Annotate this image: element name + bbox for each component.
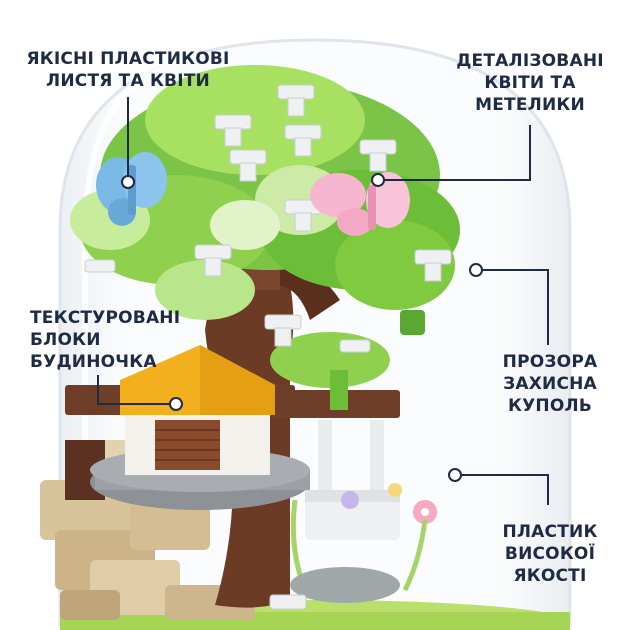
connector-butterflies: [378, 125, 531, 181]
callout-house-blocks: ТЕКСТУРОВАНІ БЛОКИ БУДИНОЧКА: [30, 307, 200, 373]
dot-plastic: [448, 468, 462, 482]
callout-line: ЯКОСТІ: [513, 566, 587, 586]
callout-leaves-flowers: ЯКІСНІ ПЛАСТИКОВІ ЛИСТЯ ТА КВІТИ: [18, 48, 238, 92]
callout-dots: [121, 173, 483, 482]
callout-line: ВИСОКОЇ: [504, 544, 596, 564]
callout-line: КУПОЛЬ: [508, 396, 592, 416]
callout-line: ЯКІСНІ ПЛАСТИКОВІ: [26, 49, 230, 69]
callout-line: БУДИНОЧКА: [30, 352, 157, 372]
treehouse: [120, 345, 275, 475]
callout-line: ПЛАСТИК: [502, 522, 598, 542]
callout-line: МЕТЕЛИКИ: [475, 95, 585, 115]
callout-line: ТЕКСТУРОВАНІ: [30, 308, 181, 328]
callout-quality-plastic: ПЛАСТИК ВИСОКОЇ ЯКОСТІ: [480, 521, 620, 587]
callout-connectors: [97, 97, 549, 505]
connector-plastic: [455, 474, 549, 505]
callout-line: КВІТИ ТА: [484, 73, 576, 93]
dot-leaves: [121, 175, 135, 189]
callout-line: ЗАХИСНА: [503, 374, 597, 394]
callout-line: ЛИСТЯ ТА КВІТИ: [46, 71, 210, 91]
callout-line: БЛОКИ: [30, 330, 101, 350]
connector-dome: [476, 269, 549, 345]
white-flowers: [84, 84, 452, 610]
dot-dome: [469, 263, 483, 277]
dot-butterflies: [371, 173, 385, 187]
callout-line: ПРОЗОРА: [502, 352, 598, 372]
callout-transparent-dome: ПРОЗОРА ЗАХИСНА КУПОЛЬ: [480, 351, 620, 417]
callout-line: ДЕТАЛІЗОВАНІ: [456, 51, 604, 71]
callout-flowers-butterflies: ДЕТАЛІЗОВАНІ КВІТИ ТА МЕТЕЛИКИ: [445, 50, 615, 116]
dot-house: [169, 397, 183, 411]
swing: [305, 420, 400, 540]
connector-house: [97, 375, 176, 405]
base-flowers: [290, 483, 437, 603]
